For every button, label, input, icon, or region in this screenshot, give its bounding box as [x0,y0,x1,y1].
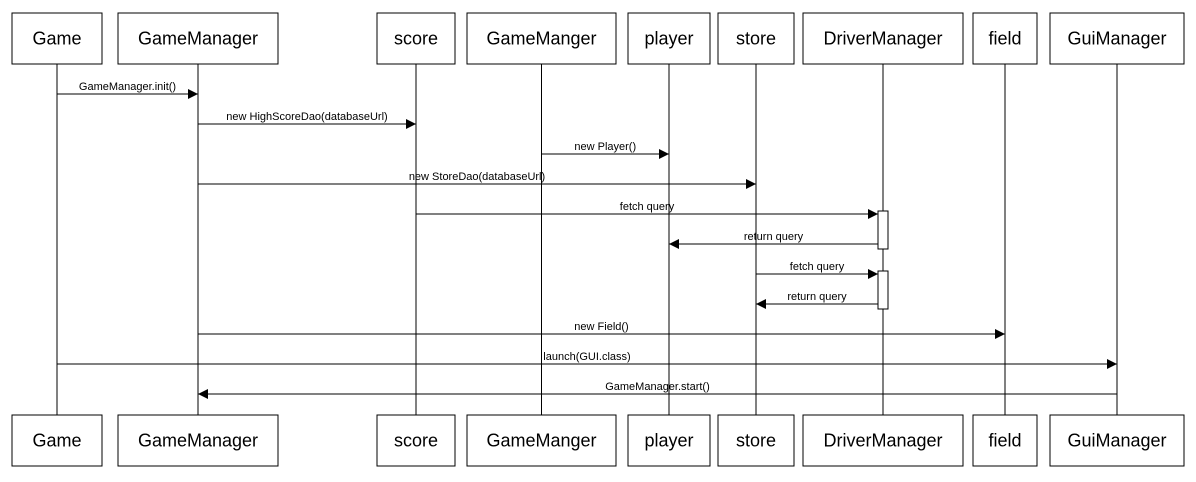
participant-label: score [394,29,438,49]
participant-boxes: GameGameGameManagerGameManagerscorescore… [11,12,1185,467]
participant-drivermanager-top: DriverManager [802,12,964,65]
participant-guimanager-top: GuiManager [1049,12,1185,65]
message-label: return query [744,231,804,243]
activation-bar [877,270,889,310]
participant-label: store [736,431,776,451]
activation-bar [877,210,889,250]
participant-label: GameManger [486,29,596,49]
participant-label: store [736,29,776,49]
participant-guimanager-bottom: GuiManager [1049,414,1185,467]
message-label: new Player() [574,141,636,153]
participant-label: field [988,431,1021,451]
participant-gamemanger-top: GameManger [466,12,617,65]
participant-label: field [988,29,1021,49]
participant-score-top: score [376,12,456,65]
message-label: launch(GUI.class) [543,351,630,363]
participant-field-top: field [972,12,1038,65]
participant-label: player [644,29,693,49]
message-label: new HighScoreDao(databaseUrl) [226,111,387,123]
participant-label: score [394,431,438,451]
participant-label: GameManager [138,29,258,49]
activations [877,210,889,310]
participant-game-top: Game [11,12,103,65]
participant-label: GameManger [486,431,596,451]
participant-field-bottom: field [972,414,1038,467]
participant-label: DriverManager [823,29,942,49]
participant-score-bottom: score [376,414,456,467]
message-label: fetch query [620,201,675,213]
messages: GameManager.init() new HighScoreDao(datab… [57,81,1117,399]
participant-store-top: store [717,12,795,65]
participant-store-bottom: store [717,414,795,467]
participant-label: player [644,431,693,451]
participant-label: GameManager [138,431,258,451]
participant-gamemanager-top: GameManager [117,12,279,65]
message-label: new Field() [574,321,628,333]
participant-label: GuiManager [1067,431,1166,451]
participant-label: DriverManager [823,431,942,451]
participant-player-bottom: player [627,414,711,467]
message-label: fetch query [790,261,845,273]
message-label: GameManager.init() [79,81,176,93]
message-label: return query [787,291,847,303]
participant-label: GuiManager [1067,29,1166,49]
participant-drivermanager-bottom: DriverManager [802,414,964,467]
participant-player-top: player [627,12,711,65]
participant-label: Game [32,29,81,49]
participant-game-bottom: Game [11,414,103,467]
participant-gamemanager-bottom: GameManager [117,414,279,467]
message-label: new StoreDao(databaseUrl) [409,171,545,183]
message-label: GameManager.start() [605,381,710,393]
participant-gamemanger-bottom: GameManger [466,414,617,467]
participant-label: Game [32,431,81,451]
